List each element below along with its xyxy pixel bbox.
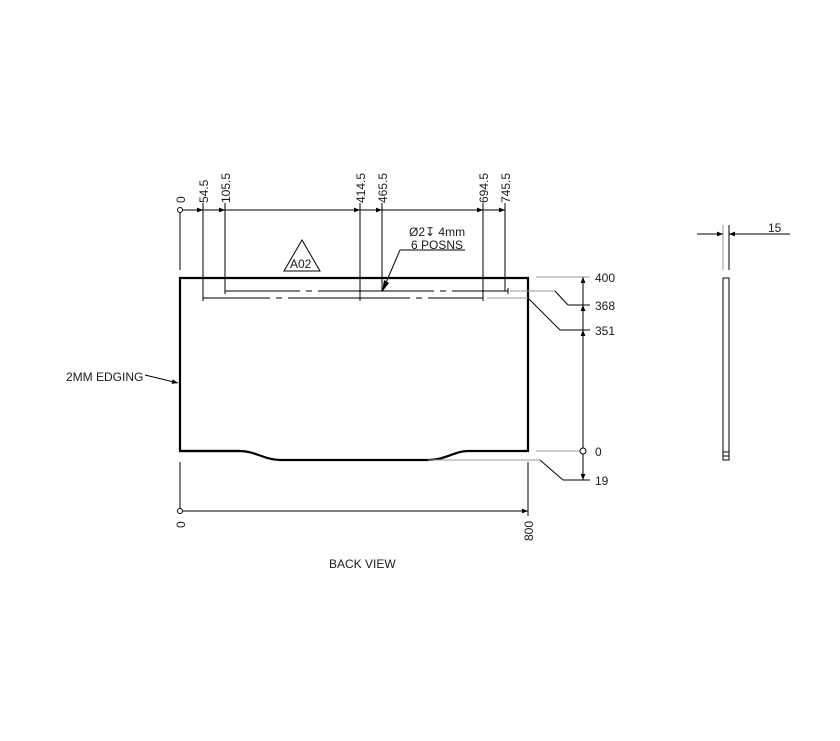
hole-note-leader [382, 249, 465, 292]
svg-text:694.5: 694.5 [477, 173, 491, 203]
svg-text:368: 368 [595, 299, 615, 313]
svg-text:54.5: 54.5 [197, 179, 211, 203]
svg-text:465.5: 465.5 [376, 173, 390, 203]
svg-text:414.5: 414.5 [354, 173, 368, 203]
hole-row-368 [224, 288, 509, 294]
bottom-dimension [177, 462, 529, 516]
hole-note-line1: Ø2↧ 4mm [409, 225, 465, 239]
svg-text:400: 400 [595, 271, 615, 285]
svg-text:0: 0 [174, 196, 188, 203]
top-dimension-chain [177, 203, 506, 298]
svg-text:19: 19 [595, 474, 609, 488]
svg-text:800: 800 [522, 521, 536, 541]
svg-text:0: 0 [174, 521, 188, 528]
view-title: BACK VIEW [329, 557, 396, 571]
revision-tag: A02 [290, 257, 312, 271]
svg-text:351: 351 [595, 324, 615, 338]
svg-text:0: 0 [595, 445, 602, 459]
side-view [697, 225, 790, 461]
right-dimension-labels: 400 368 351 0 19 [595, 271, 615, 488]
revision-triangle-icon [283, 239, 321, 272]
hole-row-351 [202, 295, 484, 301]
hole-note-line2: 6 POSNS [411, 238, 463, 252]
side-thickness-label: 15 [768, 221, 782, 235]
edging-leader [144, 374, 179, 384]
svg-text:745.5: 745.5 [499, 173, 513, 203]
right-dimension-chain [527, 276, 590, 481]
panel-outline [178, 276, 530, 462]
bottom-dimension-labels: 0 800 [174, 521, 536, 541]
svg-text:105.5: 105.5 [219, 173, 233, 203]
edging-note: 2MM EDGING [66, 370, 143, 384]
top-dimension-labels: 0 54.5 105.5 414.5 465.5 694.5 745.5 [174, 173, 513, 203]
